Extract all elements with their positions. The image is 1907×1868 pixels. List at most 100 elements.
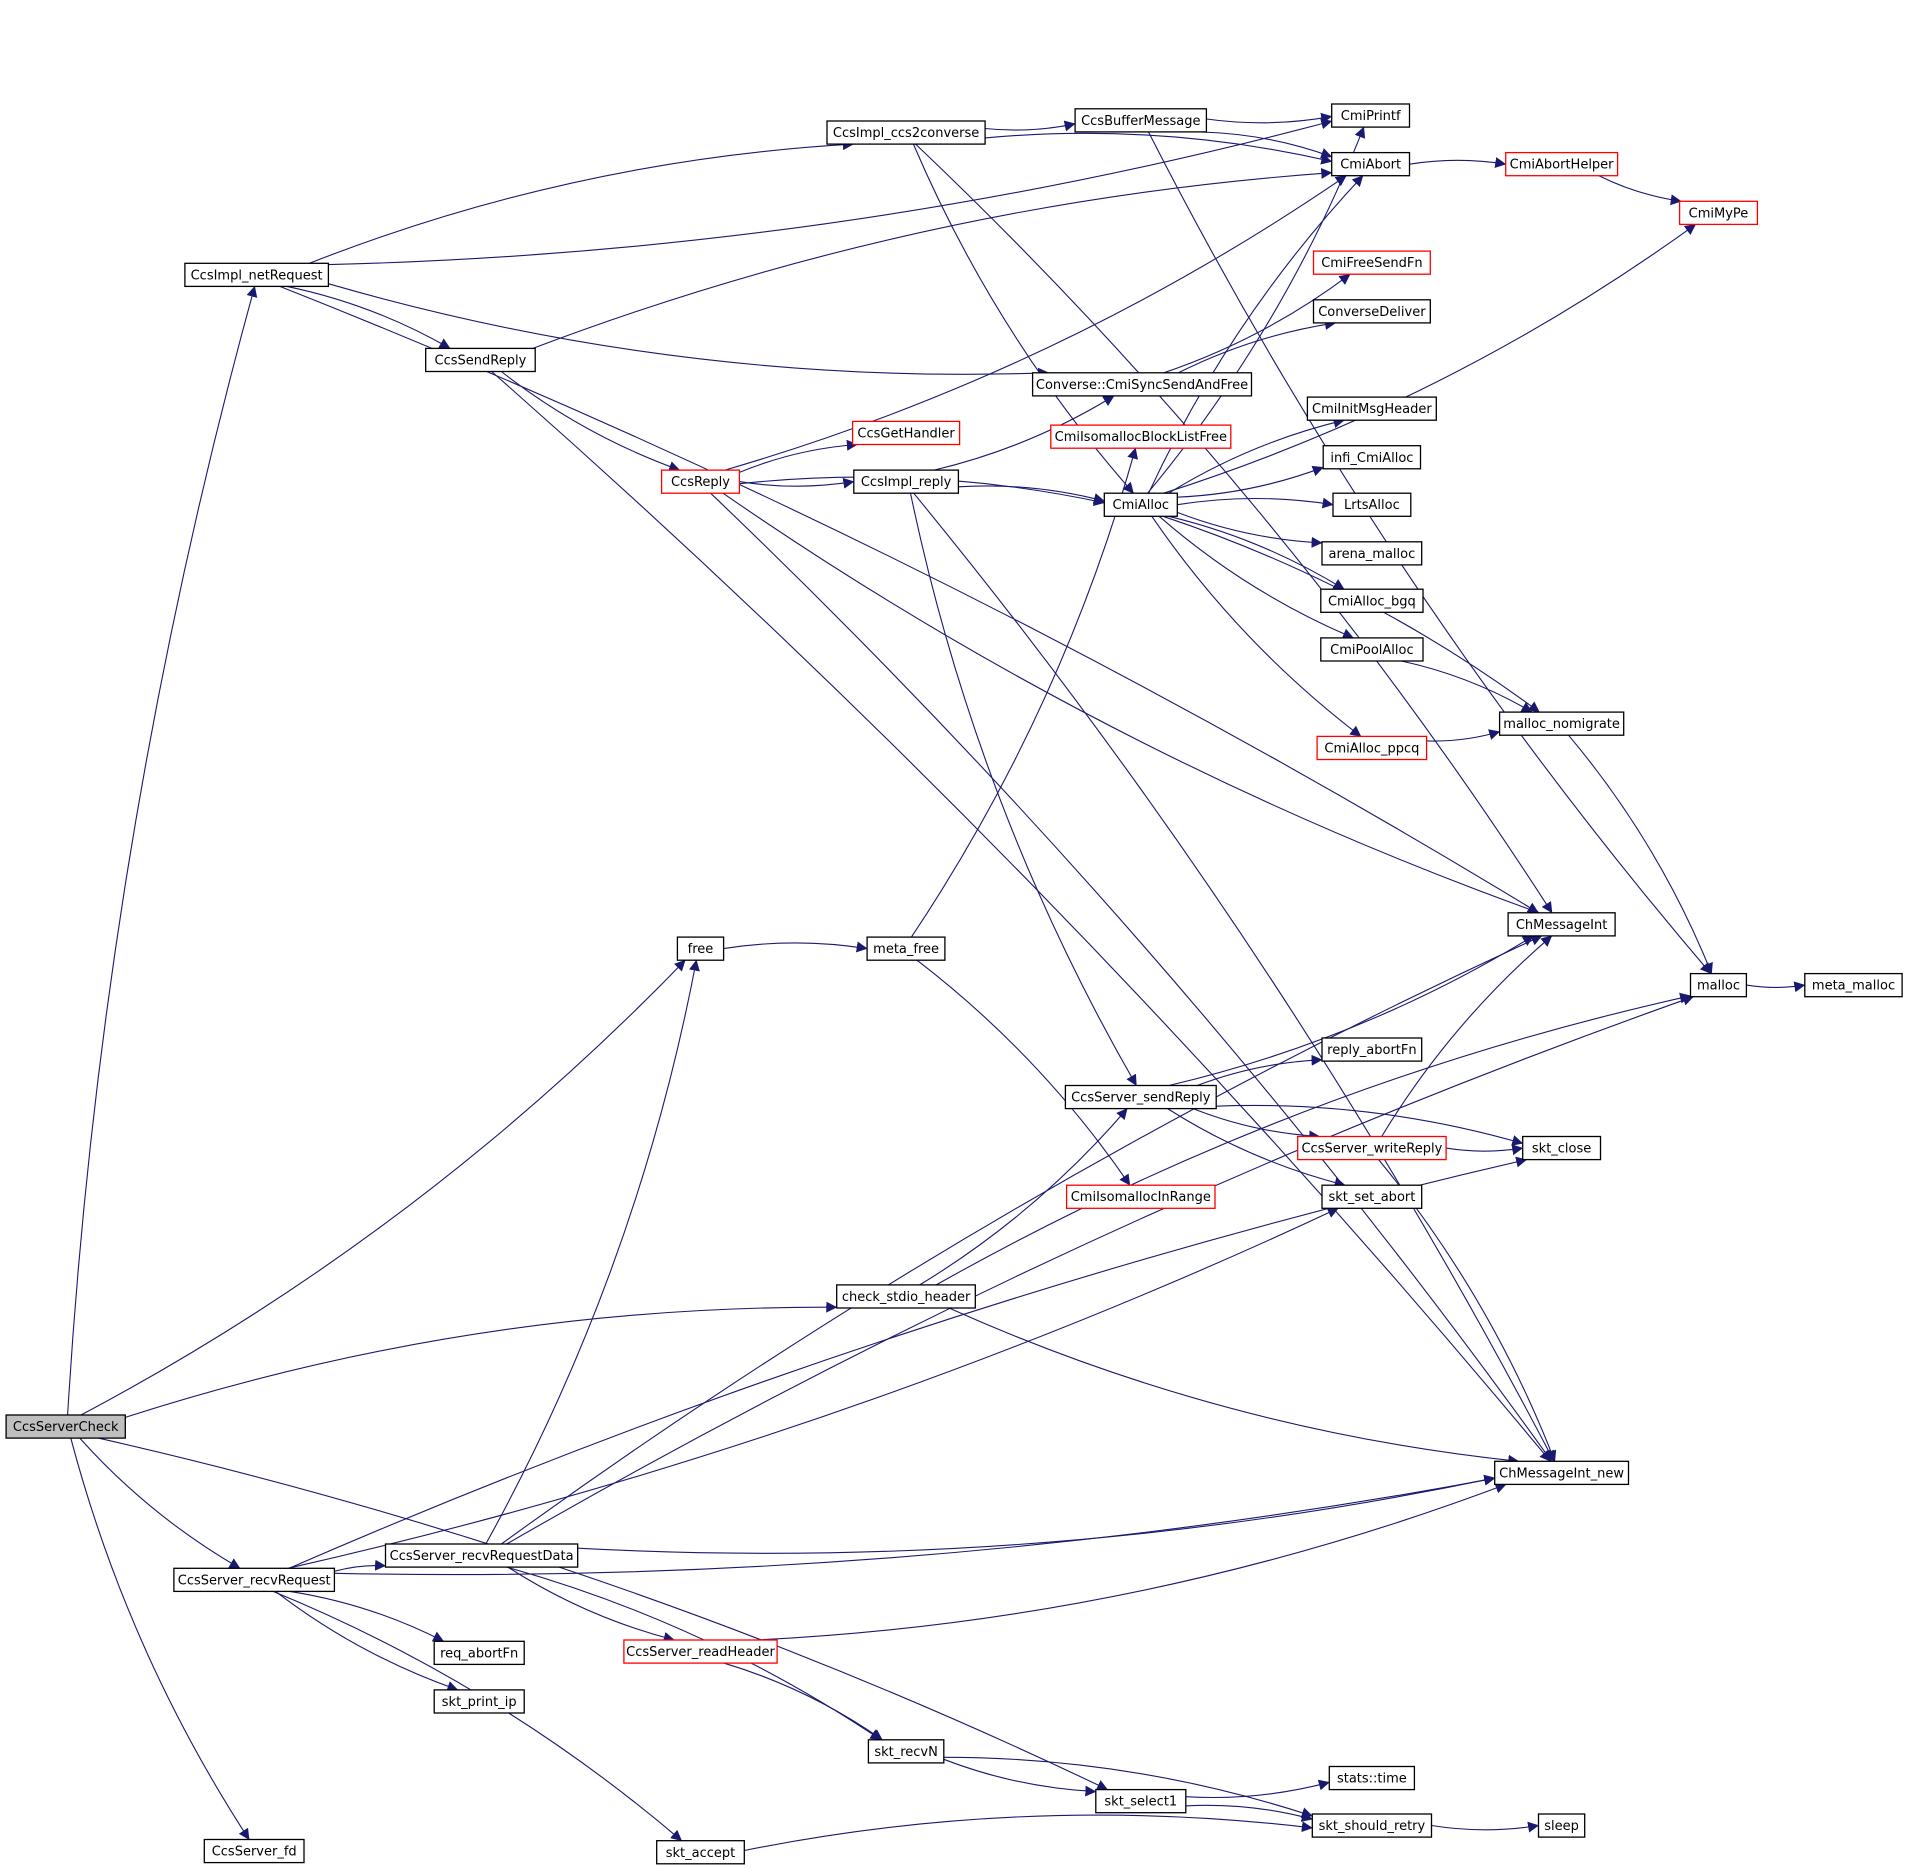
node-CmiAbort[interactable]: CmiAbort: [1331, 151, 1411, 177]
node-skt_set_abort[interactable]: skt_set_abort: [1321, 1184, 1423, 1209]
node-CmiAlloc[interactable]: CmiAlloc: [1103, 492, 1178, 517]
edge-CmiAlloc-to-arena_malloc: [1177, 511, 1323, 548]
edge-CcsServer_readHeader-to-ChMessageInt_new: [756, 1482, 1507, 1641]
edge-CcsImpl_netRequest-to-CcsImpl_ccs2converse: [309, 139, 854, 264]
node-label: CmiAbortHelper: [1510, 158, 1615, 173]
node-box: [676, 936, 725, 961]
node-CcsImpl_ccs2converse[interactable]: CcsImpl_ccs2converse: [826, 120, 986, 145]
edge-CcsReply-to-CcsImpl_reply: [739, 477, 855, 489]
node-check_stdio_header[interactable]: check_stdio_header: [836, 1284, 976, 1309]
node-sleep[interactable]: sleep: [1537, 1813, 1586, 1838]
node-meta_free[interactable]: meta_free: [866, 936, 946, 961]
node-reply_abortFn[interactable]: reply_abortFn: [1321, 1037, 1423, 1062]
node-CmiPrintf[interactable]: CmiPrintf: [1331, 103, 1411, 128]
node-box: [1320, 588, 1424, 613]
edge-CcsReply-to-CcsGetHandler: [739, 439, 858, 473]
edge-check_stdio_header-to-CcsServer_sendReply: [919, 1108, 1128, 1286]
node-box: [384, 1543, 579, 1568]
node-skt_select1[interactable]: skt_select1: [1095, 1788, 1187, 1814]
node-label: meta_free: [873, 942, 939, 957]
node-CmiIsomallocBlockListFree[interactable]: CmiIsomallocBlockListFree: [1050, 424, 1232, 449]
node-CcsGetHandler[interactable]: CcsGetHandler: [851, 420, 961, 446]
node-CcsServer_readHeader[interactable]: CcsServer_readHeader: [623, 1639, 778, 1664]
node-req_abortFn[interactable]: req_abortFn: [433, 1640, 525, 1666]
node-arena_malloc[interactable]: arena_malloc: [1321, 541, 1423, 566]
node-CcsServer_recvRequestData[interactable]: CcsServer_recvRequestData: [384, 1543, 579, 1568]
node-CmiAlloc_ppcq[interactable]: CmiAlloc_ppcq: [1316, 735, 1428, 761]
node-CmiAbortHelper[interactable]: CmiAbortHelper: [1505, 151, 1619, 177]
node-ConverseDeliver[interactable]: ConverseDeliver: [1312, 299, 1431, 324]
node-box: [836, 1284, 976, 1309]
node-box: [425, 347, 536, 373]
node-box: [1095, 1788, 1187, 1814]
node-skt_print_ip[interactable]: skt_print_ip: [433, 1689, 525, 1714]
node-ChMessageInt[interactable]: ChMessageInt: [1507, 912, 1616, 937]
node-infi_CmiAlloc[interactable]: infi_CmiAlloc: [1322, 445, 1422, 470]
node-label: CmiAlloc: [1113, 498, 1170, 513]
node-CmiMyPe[interactable]: CmiMyPe: [1678, 200, 1759, 226]
node-CmiInitMsgHeader[interactable]: CmiInitMsgHeader: [1306, 396, 1437, 421]
node-label: skt_select1: [1104, 1795, 1177, 1810]
node-CcsReply[interactable]: CcsReply: [660, 469, 741, 494]
edge-CcsBufferMessage-to-CmiAbort: [1201, 131, 1333, 159]
edge-CcsServerCheck-to-CcsImpl_netRequest: [67, 285, 258, 1416]
node-CcsServer_sendReply[interactable]: CcsServer_sendReply: [1064, 1084, 1217, 1110]
edge-CcsServer_sendReply-to-ChMessageInt: [1168, 935, 1534, 1087]
node-label: CcsServer_recvRequest: [178, 1573, 331, 1588]
node-CmiFreeSendFn[interactable]: CmiFreeSendFn: [1312, 250, 1431, 275]
edge-CcsImpl_reply-to-Converse_CmiSyncSendAndFree: [933, 395, 1115, 471]
node-label: CmiFreeSendFn: [1321, 256, 1422, 271]
node-label: skt_accept: [666, 1846, 736, 1861]
node-CcsServer_writeReply[interactable]: CcsServer_writeReply: [1297, 1135, 1447, 1161]
node-CcsBufferMessage[interactable]: CcsBufferMessage: [1074, 108, 1208, 133]
edge-CcsServer_recvRequestData-to-malloc: [506, 995, 1694, 1545]
node-box: [623, 1639, 778, 1664]
node-CcsImpl_netRequest[interactable]: CcsImpl_netRequest: [184, 262, 330, 288]
node-skt_close[interactable]: skt_close: [1522, 1135, 1602, 1161]
node-label: CcsImpl_ccs2converse: [833, 126, 979, 141]
node-label: CcsServer_sendReply: [1071, 1091, 1211, 1106]
edge-CmiAbortHelper-to-CmiMyPe: [1598, 175, 1682, 206]
node-CmiAlloc_bgq[interactable]: CmiAlloc_bgq: [1320, 588, 1424, 613]
node-Converse_CmiSyncSendAndFree[interactable]: Converse::CmiSyncSendAndFree: [1031, 372, 1253, 397]
node-LrtsAlloc[interactable]: LrtsAlloc: [1332, 492, 1412, 517]
node-skt_recvN[interactable]: skt_recvN: [867, 1739, 945, 1764]
edge-meta_free-to-CmiIsomallocBlockListFree: [910, 447, 1138, 938]
node-CcsImpl_reply[interactable]: CcsImpl_reply: [853, 469, 960, 494]
edge-Converse_CmiSyncSendAndFree-to-ConverseDeliver: [1178, 319, 1337, 374]
node-label: CcsServer_recvRequestData: [390, 1549, 574, 1564]
edge-CcsSendReply-to-ChMessageInt_new: [491, 371, 1551, 1462]
node-label: CcsServer_fd: [212, 1845, 297, 1860]
node-meta_malloc[interactable]: meta_malloc: [1804, 972, 1903, 998]
node-label: skt_close: [1532, 1142, 1591, 1157]
node-CcsServer_fd[interactable]: CcsServer_fd: [203, 1838, 305, 1864]
node-label: skt_recvN: [874, 1745, 938, 1760]
edge-CcsImpl_reply-to-CmiAlloc: [958, 485, 1105, 504]
node-CmiIsomallocInRange[interactable]: CmiIsomallocInRange: [1065, 1184, 1216, 1209]
node-box: [1678, 200, 1759, 226]
node-skt_accept[interactable]: skt_accept: [656, 1840, 745, 1865]
node-stats_time[interactable]: stats::time: [1328, 1765, 1416, 1791]
edge-CmiAlloc-to-CmiAlloc_ppcq: [1151, 515, 1362, 737]
edge-malloc_nomigrate-to-malloc: [1568, 734, 1713, 975]
edge-CcsServer_recvRequest-to-skt_accept: [272, 1590, 683, 1842]
node-CmiPoolAlloc[interactable]: CmiPoolAlloc: [1320, 637, 1424, 662]
node-malloc_nomigrate[interactable]: malloc_nomigrate: [1498, 711, 1625, 736]
node-label: CcsGetHandler: [857, 427, 955, 442]
node-label: free: [688, 942, 714, 957]
node-label: CmiPoolAlloc: [1330, 643, 1413, 658]
node-CcsServerCheck[interactable]: CcsServerCheck: [5, 1414, 126, 1439]
node-box: [1064, 1084, 1217, 1110]
node-skt_should_retry[interactable]: skt_should_retry: [1311, 1813, 1433, 1838]
node-CcsSendReply[interactable]: CcsSendReply: [425, 347, 536, 373]
node-box: [1321, 1184, 1423, 1209]
node-free[interactable]: free: [676, 936, 725, 961]
node-malloc[interactable]: malloc: [1689, 972, 1748, 998]
node-ChMessageInt_new[interactable]: ChMessageInt_new: [1494, 1460, 1630, 1486]
node-CcsServer_recvRequest[interactable]: CcsServer_recvRequest: [173, 1567, 336, 1593]
node-label: CmiMyPe: [1689, 206, 1749, 221]
node-box: [5, 1414, 126, 1439]
node-box: [173, 1567, 336, 1593]
edge-CcsServer_recvRequest-to-CcsServer_recvRequestData: [334, 1559, 387, 1572]
edge-CcsServer_recvRequestData-to-ChMessageInt: [501, 935, 1543, 1545]
